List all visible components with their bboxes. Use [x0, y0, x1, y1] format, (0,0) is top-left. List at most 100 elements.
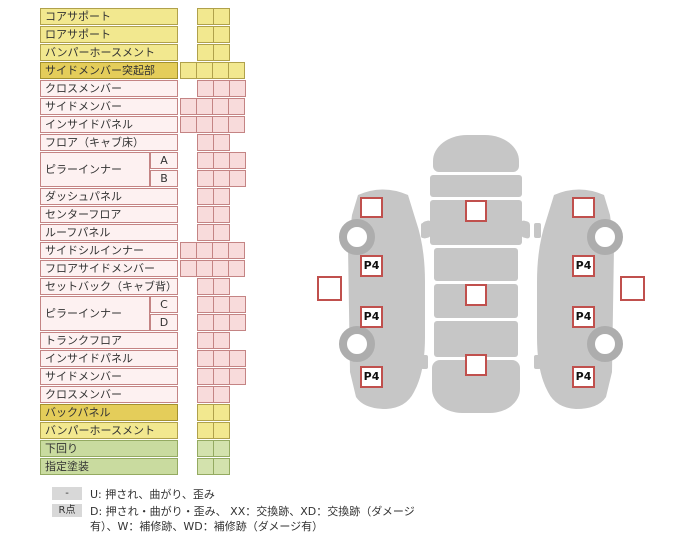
marker-box-outer-right[interactable] [620, 276, 645, 301]
damage-cell[interactable] [197, 386, 214, 403]
part-label: サイドメンバー [40, 98, 178, 115]
damage-cell[interactable] [197, 314, 214, 331]
damage-cell[interactable] [213, 206, 230, 223]
damage-cell[interactable] [196, 260, 213, 277]
mirror-icon [422, 220, 431, 239]
damage-cell[interactable] [229, 170, 246, 187]
damage-cell[interactable] [197, 188, 214, 205]
marker-box-left-3[interactable]: P4 [360, 366, 383, 388]
part-label: インサイドパネル [40, 350, 178, 367]
damage-cell[interactable] [213, 404, 230, 421]
damage-cell[interactable] [196, 98, 213, 115]
part-label: トランクフロア [40, 332, 178, 349]
damage-cell[interactable] [213, 422, 230, 439]
damage-cell[interactable] [197, 44, 214, 61]
marker-box-left-2[interactable]: P4 [360, 306, 383, 328]
marker-box-center-3[interactable] [465, 354, 487, 376]
damage-cell[interactable] [213, 296, 230, 313]
damage-cell[interactable] [213, 332, 230, 349]
legend-key-rten: R点 [52, 504, 82, 517]
damage-cell[interactable] [228, 260, 245, 277]
damage-cell[interactable] [197, 206, 214, 223]
damage-cell[interactable] [197, 350, 214, 367]
part-label: セットバック（キャブ背） [40, 278, 178, 295]
damage-cell[interactable] [197, 296, 214, 313]
damage-cell[interactable] [213, 458, 230, 475]
part-label: センターフロア [40, 206, 178, 223]
damage-cell[interactable] [212, 116, 229, 133]
damage-cell[interactable] [197, 224, 214, 241]
damage-cell[interactable] [229, 152, 246, 169]
damage-cell[interactable] [213, 152, 230, 169]
damage-cell[interactable] [180, 242, 197, 259]
damage-cell[interactable] [213, 386, 230, 403]
damage-cell[interactable] [197, 278, 214, 295]
damage-cell[interactable] [197, 80, 214, 97]
wheel-icon [339, 326, 375, 362]
marker-box-right-3[interactable]: P4 [572, 366, 595, 388]
damage-cell[interactable] [197, 404, 214, 421]
part-row: クロスメンバー [40, 80, 290, 97]
damage-cell[interactable] [212, 260, 229, 277]
damage-cell[interactable] [212, 62, 229, 79]
damage-cell[interactable] [212, 98, 229, 115]
damage-cell[interactable] [213, 224, 230, 241]
damage-cell[interactable] [197, 332, 214, 349]
marker-box-left-top[interactable] [360, 197, 383, 218]
damage-cell[interactable] [229, 368, 246, 385]
damage-cell[interactable] [197, 422, 214, 439]
damage-cell[interactable] [229, 350, 246, 367]
damage-cell[interactable] [229, 80, 246, 97]
damage-cell[interactable] [197, 368, 214, 385]
damage-cell[interactable] [180, 116, 197, 133]
damage-cell[interactable] [213, 314, 230, 331]
part-row: 下回り [40, 440, 290, 457]
damage-cell[interactable] [213, 278, 230, 295]
legend-text-codes: D: 押され・曲がり・歪み、 XX：交換跡、XD：交換跡（ダメージ有）、W：補修… [90, 505, 415, 533]
marker-box-outer-left[interactable] [317, 276, 342, 301]
damage-cell[interactable] [197, 26, 214, 43]
damage-cell[interactable] [213, 368, 230, 385]
damage-cell[interactable] [213, 8, 230, 25]
part-label: サイドシルインナー [40, 242, 178, 259]
damage-cell[interactable] [213, 26, 230, 43]
car-body-segment [434, 321, 518, 357]
damage-cell[interactable] [197, 152, 214, 169]
marker-box-right-2[interactable]: P4 [572, 306, 595, 328]
part-row: セットバック（キャブ背） [40, 278, 290, 295]
door-handle-icon [534, 355, 541, 369]
damage-cell[interactable] [180, 98, 197, 115]
marker-box-center-2[interactable] [465, 284, 487, 306]
damage-cell[interactable] [228, 116, 245, 133]
damage-cell[interactable] [197, 458, 214, 475]
damage-cell[interactable] [213, 170, 230, 187]
marker-box-right-1[interactable]: P4 [572, 255, 595, 277]
damage-cell[interactable] [213, 134, 230, 151]
damage-cell[interactable] [228, 62, 245, 79]
damage-cell[interactable] [197, 8, 214, 25]
damage-cell[interactable] [196, 116, 213, 133]
damage-cell[interactable] [213, 350, 230, 367]
damage-cell[interactable] [196, 242, 213, 259]
damage-cell[interactable] [197, 170, 214, 187]
damage-cell[interactable] [229, 296, 246, 313]
damage-cell[interactable] [229, 314, 246, 331]
marker-box-left-1[interactable]: P4 [360, 255, 383, 277]
damage-cell[interactable] [213, 44, 230, 61]
marker-box-center-1[interactable] [465, 200, 487, 222]
damage-cell[interactable] [213, 80, 230, 97]
damage-cell[interactable] [197, 440, 214, 457]
damage-cell[interactable] [213, 188, 230, 205]
damage-cell[interactable] [212, 242, 229, 259]
damage-cell[interactable] [180, 62, 197, 79]
damage-cell[interactable] [197, 134, 214, 151]
damage-cell[interactable] [228, 98, 245, 115]
damage-cell[interactable] [196, 62, 213, 79]
part-label: サイドメンバー突起部 [40, 62, 178, 79]
marker-box-right-top[interactable] [572, 197, 595, 218]
damage-cell[interactable] [228, 242, 245, 259]
part-row: クロスメンバー [40, 386, 290, 403]
damage-cell[interactable] [213, 440, 230, 457]
damage-cell[interactable] [180, 260, 197, 277]
